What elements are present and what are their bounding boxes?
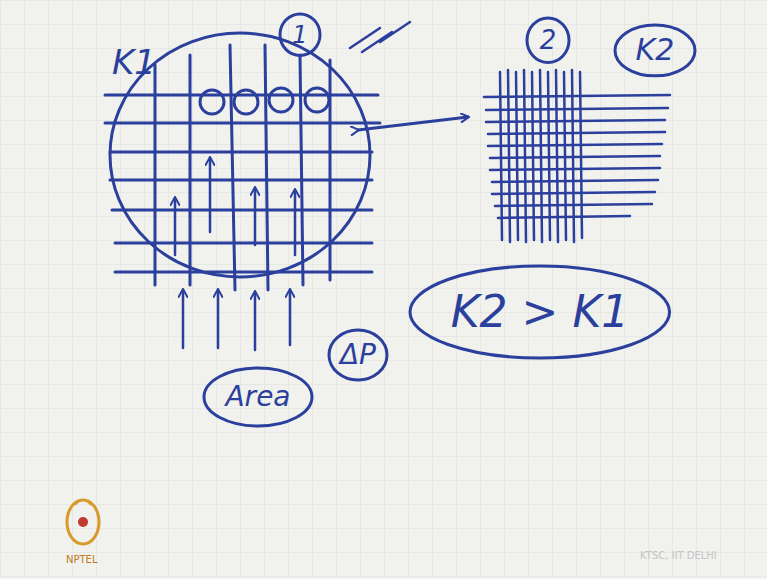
compare-arrow xyxy=(358,117,468,130)
nptel-logo xyxy=(67,500,99,544)
handwritten-text: 2 xyxy=(540,26,557,55)
inflow-arrows xyxy=(183,290,290,350)
circled-note: K2 > K1 xyxy=(408,264,672,360)
circle-stroke xyxy=(615,25,695,76)
circled-note: Area xyxy=(202,366,314,428)
handwritten-text: K2 > K1 xyxy=(451,288,630,336)
logo-text: NPTEL xyxy=(66,554,98,565)
circle-stroke xyxy=(527,18,569,63)
circled-note: 1 xyxy=(278,12,322,57)
handwritten-text: Area xyxy=(225,382,290,413)
circle-stroke xyxy=(329,330,387,380)
bubbles xyxy=(200,88,329,114)
circled-note: ΔP xyxy=(327,328,389,382)
watermark: KTSC, IIT DELHI xyxy=(640,550,717,561)
circle-stroke xyxy=(204,368,312,426)
handwritten-text: 1 xyxy=(292,22,307,48)
coarse-grid xyxy=(105,45,380,290)
handwritten-text: K2 xyxy=(636,33,675,66)
flow-arrows-inside xyxy=(175,158,295,255)
fine-grid xyxy=(484,70,670,242)
circled-note: K2 xyxy=(613,23,697,78)
circled-note: 2 xyxy=(525,16,571,65)
circle-stroke xyxy=(280,14,320,55)
handwritten-text: ΔP xyxy=(340,340,376,371)
tick-mark xyxy=(350,22,410,52)
circle-stroke xyxy=(410,266,670,358)
permeability-label: K1 xyxy=(112,44,156,81)
